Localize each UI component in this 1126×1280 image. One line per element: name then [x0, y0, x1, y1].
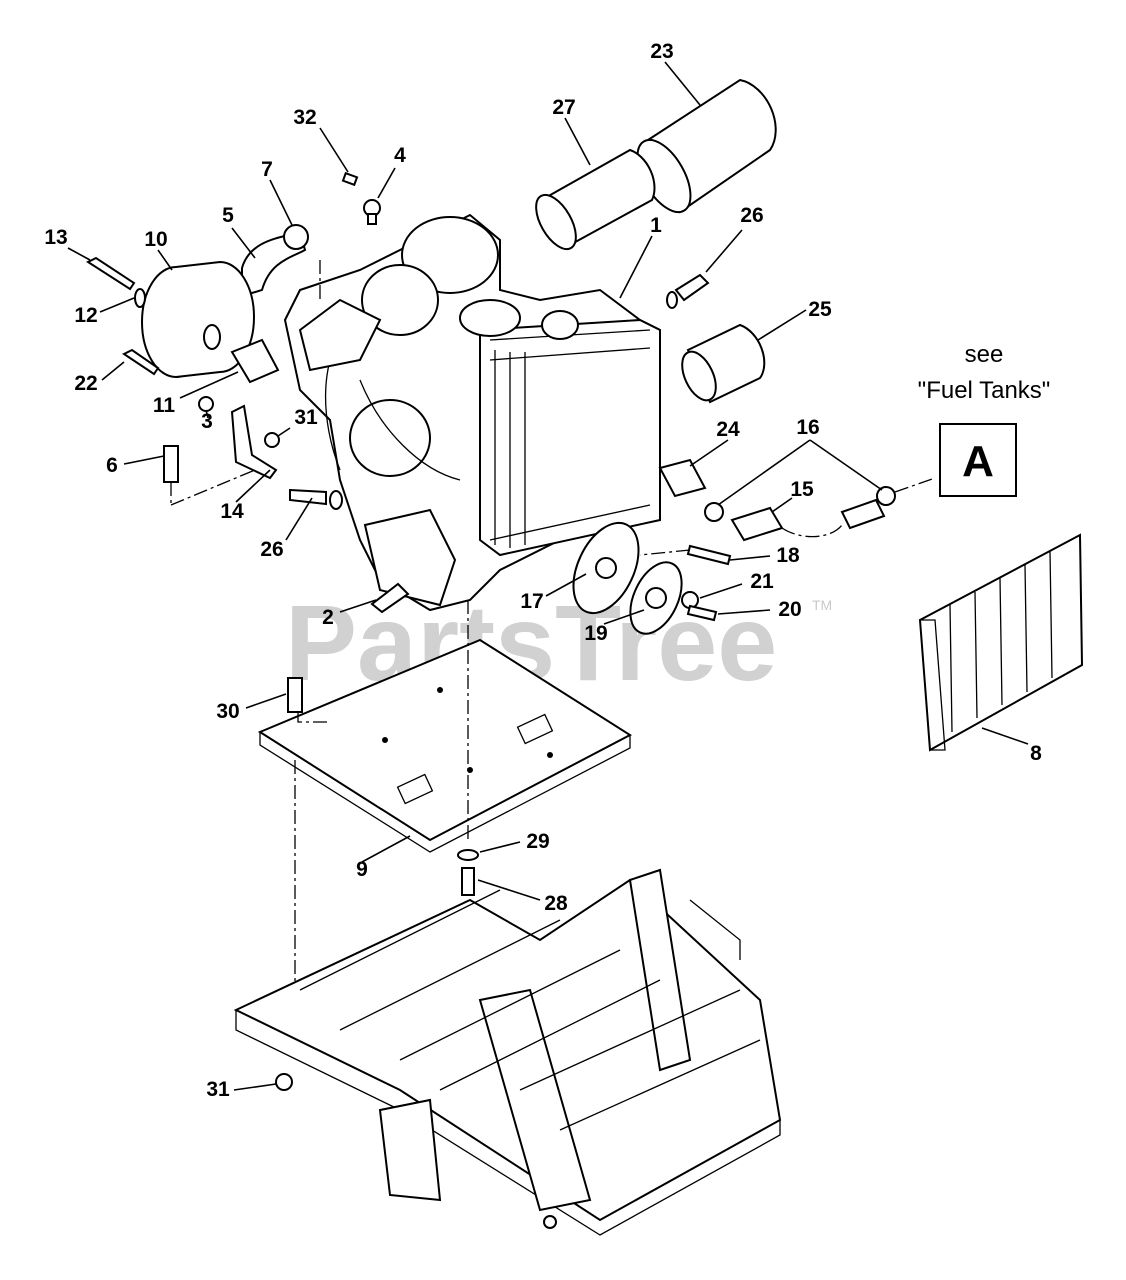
part-14-bracket: [230, 404, 278, 480]
callout-29: 29: [526, 830, 549, 853]
part-10-air-cleaner: [141, 260, 255, 378]
part-16-clamp-b: [876, 486, 896, 506]
callout-2: 2: [322, 606, 334, 629]
part-32-clip: [341, 171, 359, 187]
callout-3: 3: [201, 410, 213, 433]
part-3-nut: [198, 396, 214, 412]
callout-13: 13: [44, 226, 67, 249]
part-25-filter: [681, 323, 766, 404]
part-30-bolt: [287, 677, 303, 713]
watermark-tm: TM: [812, 597, 832, 613]
part-26-washer-lower: [329, 490, 343, 510]
chassis-frame: [233, 868, 782, 1236]
part-7-clamp: [283, 224, 309, 250]
part-28-bolt: [461, 867, 475, 896]
callout-26-upper: 26: [740, 204, 763, 227]
reference-box-letter: A: [962, 437, 994, 486]
callout-labels: 23 27 32 4 7 5 1 26 13 10 12 25 22 11 3 …: [44, 40, 1042, 1101]
callout-27: 27: [552, 96, 575, 119]
part-24-fuel-filter: [658, 458, 707, 498]
callout-17: 17: [520, 590, 543, 613]
part-29-washer: [457, 849, 479, 861]
leader-lines: [67, 61, 1029, 1091]
callout-5: 5: [222, 204, 234, 227]
callout-8: 8: [1030, 742, 1042, 765]
callout-18: 18: [776, 544, 800, 567]
callout-32: 32: [293, 106, 316, 129]
callout-9: 9: [356, 858, 368, 881]
callout-25: 25: [808, 298, 832, 321]
part-19-pulley: [629, 561, 683, 635]
part-26-sensor-lower: [289, 488, 327, 506]
part-16-clamp-a: [704, 502, 724, 522]
callout-30: 30: [216, 700, 239, 723]
callout-14: 14: [220, 500, 244, 523]
callout-31-upper: 31: [294, 406, 318, 429]
part-15-hose: [730, 506, 784, 542]
callout-19: 19: [584, 622, 607, 645]
reference-note-line1: see: [965, 341, 1004, 368]
callout-1: 1: [650, 214, 662, 237]
part-12-washer: [134, 288, 146, 308]
callout-7: 7: [261, 158, 273, 181]
part-9-plate: [257, 638, 632, 853]
callout-11: 11: [153, 394, 176, 417]
part-13-bolt: [85, 256, 136, 291]
part-31-nut-lower: [275, 1073, 293, 1091]
reference-box: [939, 423, 1017, 497]
part-26-sensor-upper: [674, 273, 710, 302]
reference-note-line2: "Fuel Tanks": [918, 377, 1051, 404]
part-27-cylinder: [535, 148, 656, 251]
callout-28: 28: [544, 892, 568, 915]
callout-4: 4: [394, 144, 406, 167]
part-6-bolt: [163, 445, 179, 483]
part-17-plate: [572, 521, 640, 615]
part-4-fitting: [363, 199, 381, 225]
callout-22: 22: [74, 372, 97, 395]
callout-24: 24: [716, 418, 740, 441]
part-15-hose-b: [840, 498, 886, 530]
part-26-washer-upper: [666, 291, 678, 309]
part-20-bolt: [686, 604, 718, 622]
part-18-bolt: [686, 544, 732, 566]
part-31-nut-upper: [264, 432, 280, 448]
callout-20: 20: [778, 598, 801, 621]
engine-assembly: [283, 213, 661, 612]
callout-12: 12: [74, 304, 97, 327]
callout-16: 16: [796, 416, 819, 439]
part-8-screen: [918, 533, 1084, 752]
callout-31-lower: 31: [206, 1078, 230, 1101]
callout-15: 15: [790, 478, 814, 501]
part-11-hose: [230, 338, 280, 384]
callout-6: 6: [106, 454, 118, 477]
callout-23: 23: [650, 40, 673, 63]
part-22-bolt: [122, 348, 160, 376]
callout-26-lower: 26: [260, 538, 283, 561]
callout-21: 21: [750, 570, 774, 593]
part-2-fitting: [370, 582, 410, 614]
callout-10: 10: [144, 228, 167, 251]
